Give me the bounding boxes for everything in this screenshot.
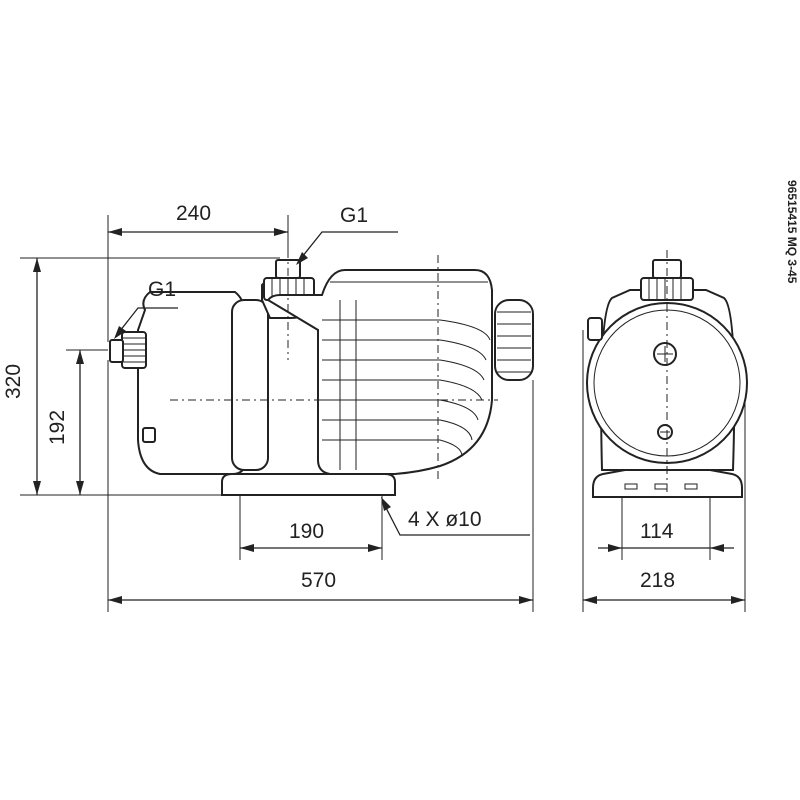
front-view bbox=[586, 250, 748, 500]
leader-bolt-holes bbox=[381, 499, 530, 536]
label-570: 570 bbox=[301, 569, 336, 592]
front-side-knob bbox=[587, 317, 603, 341]
drawing-code: 96515415 MQ 3-45 bbox=[785, 180, 799, 284]
label-inlet-g1: G1 bbox=[148, 278, 176, 301]
leader-outlet-g1 bbox=[297, 231, 398, 263]
inlet-cap bbox=[109, 339, 124, 363]
housing-flange bbox=[231, 299, 269, 471]
label-320: 320 bbox=[2, 364, 25, 399]
label-bolt-holes: 4 X ø10 bbox=[408, 508, 482, 531]
label-114: 114 bbox=[640, 520, 674, 543]
label-190: 190 bbox=[289, 520, 324, 543]
control-knob-ribs bbox=[497, 311, 531, 373]
front-outlet-ribs bbox=[648, 279, 682, 299]
motor-body bbox=[266, 269, 493, 475]
pump-housing bbox=[137, 291, 246, 475]
label-218: 218 bbox=[640, 569, 675, 592]
side-base-foot bbox=[221, 473, 396, 496]
front-dimensions bbox=[582, 330, 746, 612]
side-dimensions bbox=[20, 215, 534, 612]
side-view bbox=[109, 250, 534, 496]
label-outlet-g1: G1 bbox=[340, 204, 368, 227]
drain-plug bbox=[142, 427, 156, 443]
label-192: 192 bbox=[46, 410, 69, 445]
inlet-connector-ribs bbox=[122, 337, 146, 363]
label-240: 240 bbox=[176, 202, 211, 225]
motor-cooling-fins bbox=[322, 300, 491, 470]
leader-inlet-g1 bbox=[115, 307, 178, 337]
